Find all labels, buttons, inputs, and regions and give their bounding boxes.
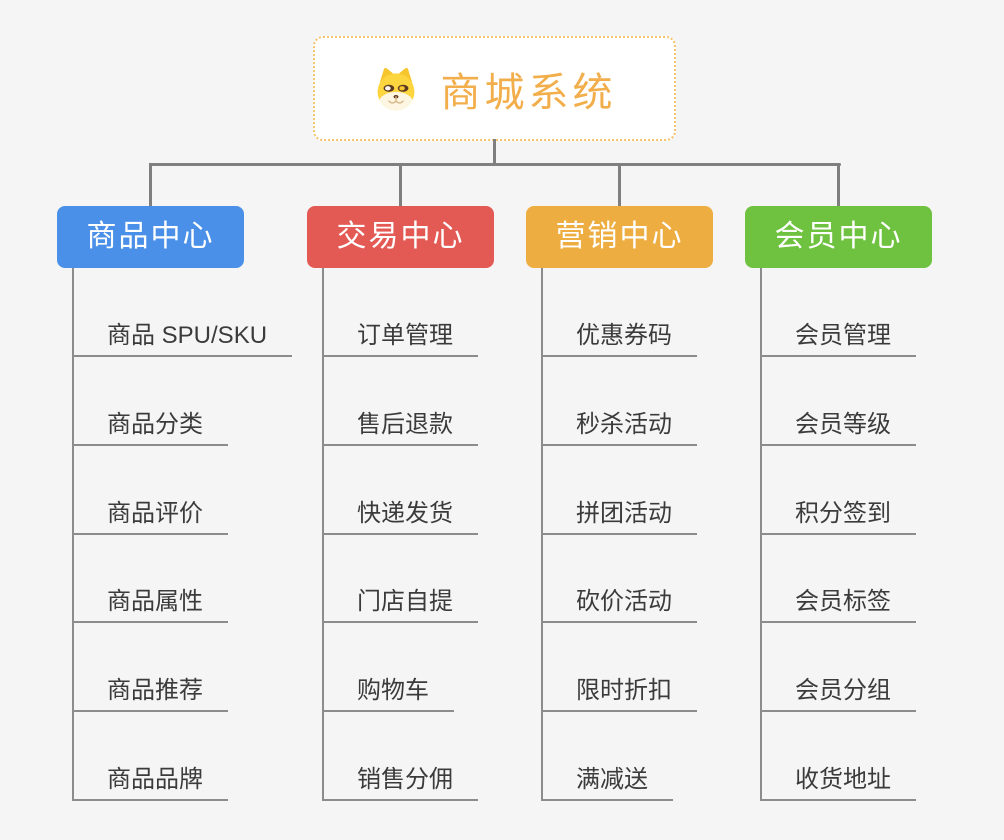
- branch-item[interactable]: 商品分类: [72, 410, 228, 446]
- branch-item[interactable]: 购物车: [322, 676, 454, 712]
- branch-bus-connector: [149, 163, 841, 166]
- branch-item[interactable]: 拼团活动: [541, 499, 697, 535]
- branch-item[interactable]: 会员管理: [760, 321, 916, 357]
- branch-item[interactable]: 订单管理: [322, 321, 478, 357]
- shiba-dog-icon: [377, 67, 414, 110]
- branch-item[interactable]: 销售分佣: [322, 765, 478, 801]
- branch-drop-connector: [618, 163, 621, 206]
- branch-header[interactable]: 营销中心: [526, 206, 713, 268]
- branch-header[interactable]: 商品中心: [57, 206, 244, 268]
- branch-1: 商品中心商品 SPU/SKU 商品分类商品评价商品属性商品推荐商品品牌: [57, 163, 337, 826]
- branch-item[interactable]: 商品属性: [72, 587, 228, 623]
- branch-3: 营销中心优惠券码秒杀活动拼团活动砍价活动限时折扣满减送: [526, 163, 806, 826]
- root-connector: [493, 139, 496, 165]
- branch-4: 会员中心会员管理会员等级积分签到会员标签会员分组收货地址: [745, 163, 1004, 826]
- branch-drop-connector: [399, 163, 402, 206]
- branch-item[interactable]: 限时折扣: [541, 676, 697, 712]
- branch-item[interactable]: 会员标签: [760, 587, 916, 623]
- branch-drop-connector: [149, 163, 152, 206]
- branch-item[interactable]: 满减送: [541, 765, 673, 801]
- branch-item[interactable]: 会员分组: [760, 676, 916, 712]
- branch-item[interactable]: 商品推荐: [72, 676, 228, 712]
- branch-item[interactable]: 砍价活动: [541, 587, 697, 623]
- branch-header[interactable]: 交易中心: [307, 206, 494, 268]
- branch-header[interactable]: 会员中心: [745, 206, 932, 268]
- branch-2: 交易中心订单管理售后退款快递发货门店自提购物车销售分佣: [307, 163, 587, 826]
- branch-item[interactable]: 会员等级: [760, 410, 916, 446]
- branch-item[interactable]: 售后退款: [322, 410, 478, 446]
- branch-item[interactable]: 商品 SPU/SKU: [72, 321, 293, 357]
- root-title: 商城系统: [440, 70, 617, 115]
- branch-drop-connector: [837, 163, 840, 206]
- branch-item[interactable]: 门店自提: [322, 587, 478, 623]
- branch-item[interactable]: 商品评价: [72, 499, 228, 535]
- branch-item[interactable]: 商品品牌: [72, 765, 228, 801]
- branch-item[interactable]: 积分签到: [760, 499, 916, 535]
- branch-item[interactable]: 秒杀活动: [541, 410, 697, 446]
- branch-item[interactable]: 快递发货: [322, 499, 478, 535]
- root-node[interactable]: 商城系统: [313, 36, 676, 141]
- branch-item[interactable]: 收货地址: [760, 765, 916, 801]
- branch-item[interactable]: 优惠券码: [541, 321, 697, 357]
